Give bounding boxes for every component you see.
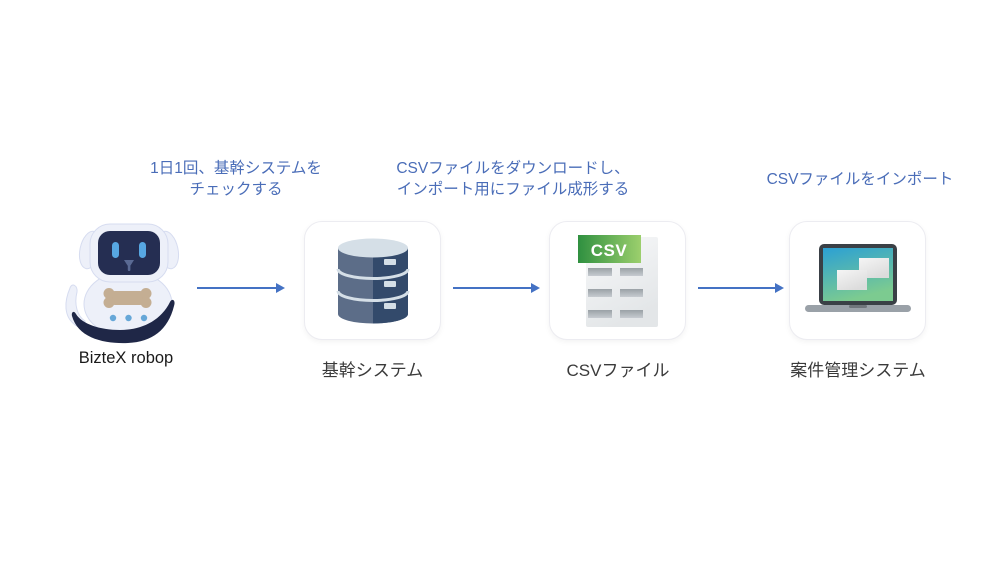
flow-arrow-3 xyxy=(698,283,784,293)
caption-line: 1日1回、基幹システムを xyxy=(150,160,322,177)
caption-import-csv: CSVファイルをインポート xyxy=(745,169,975,190)
flow-arrow-1 xyxy=(197,283,285,293)
arrow-head-icon xyxy=(276,283,285,293)
caption-line: チェックする xyxy=(189,181,283,198)
database-icon xyxy=(336,238,409,323)
arrow-head-icon xyxy=(775,283,784,293)
csv-file-icon: CSV xyxy=(577,234,658,327)
csv-badge-text: CSV xyxy=(590,241,627,260)
arrow-head-icon xyxy=(531,283,540,293)
csv-file-card: CSV xyxy=(549,221,686,340)
caption-line: インポート用にファイル成形する xyxy=(396,181,630,198)
caption-download-format-csv: CSVファイルをダウンロードし、 インポート用にファイル成形する xyxy=(375,158,651,200)
case-system-label: 案件管理システム xyxy=(790,361,926,380)
caption-line: CSVファイルをダウンロードし、 xyxy=(396,160,630,177)
caption-check-core-system: 1日1回、基幹システムを チェックする xyxy=(120,158,352,200)
robot-dog-icon xyxy=(65,223,180,344)
laptop-icon xyxy=(804,243,911,312)
flow-arrow-2 xyxy=(453,283,540,293)
csv-file-label: CSVファイル xyxy=(566,361,670,380)
robot-node xyxy=(60,218,192,346)
caption-line: CSVファイルをインポート xyxy=(766,171,954,188)
core-system-card xyxy=(304,221,441,340)
core-system-label: 基幹システム xyxy=(321,361,424,380)
case-system-card xyxy=(789,221,926,340)
robot-name-label: BizteX robop xyxy=(78,349,174,367)
